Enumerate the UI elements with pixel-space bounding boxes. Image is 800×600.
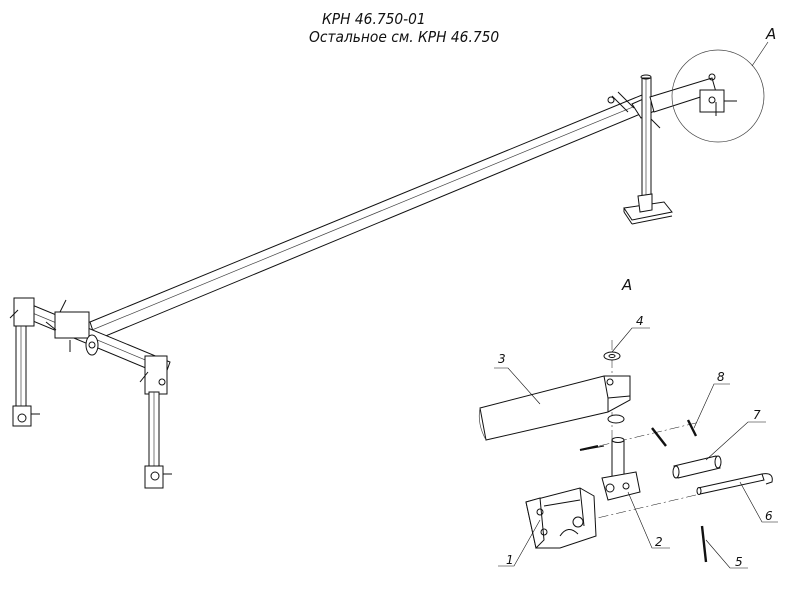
part-8-cotter-pins xyxy=(579,419,698,451)
part-5-split-pin xyxy=(700,525,708,563)
drawing-subtitle: Остальное см. КРН 46.750 xyxy=(309,28,500,46)
part-number-7: 7 xyxy=(753,408,761,422)
part-callouts: 1 2 3 4 5 6 7 8 xyxy=(494,314,778,569)
left-outer-leg xyxy=(9,297,40,427)
view-callout-label: A xyxy=(765,25,776,43)
part-7-sleeve xyxy=(672,455,722,479)
part-number-1: 1 xyxy=(506,553,514,567)
left-inner-leg xyxy=(139,355,172,489)
detail-label: A xyxy=(621,276,632,294)
main-frame: A xyxy=(9,25,776,489)
part-2-clevis xyxy=(581,437,641,501)
view-callout-circle xyxy=(671,49,765,143)
part-number-2: 2 xyxy=(655,535,663,549)
detail-exploded-view xyxy=(478,340,773,563)
right-post xyxy=(623,74,673,225)
part-1-bracket xyxy=(525,487,597,550)
left-crossbar xyxy=(15,299,171,377)
part-number-6: 6 xyxy=(765,509,773,523)
part-number-8: 8 xyxy=(717,370,725,384)
part-number-4: 4 xyxy=(636,314,644,328)
detail-a-hinge xyxy=(699,73,737,116)
part-4-washer xyxy=(603,351,625,424)
part-6-handle xyxy=(696,473,773,495)
part-number-3: 3 xyxy=(498,352,506,366)
drawing-title: КРН 46.750-01 xyxy=(322,10,426,28)
part-number-5: 5 xyxy=(735,555,743,569)
part-3-tube xyxy=(478,375,631,441)
